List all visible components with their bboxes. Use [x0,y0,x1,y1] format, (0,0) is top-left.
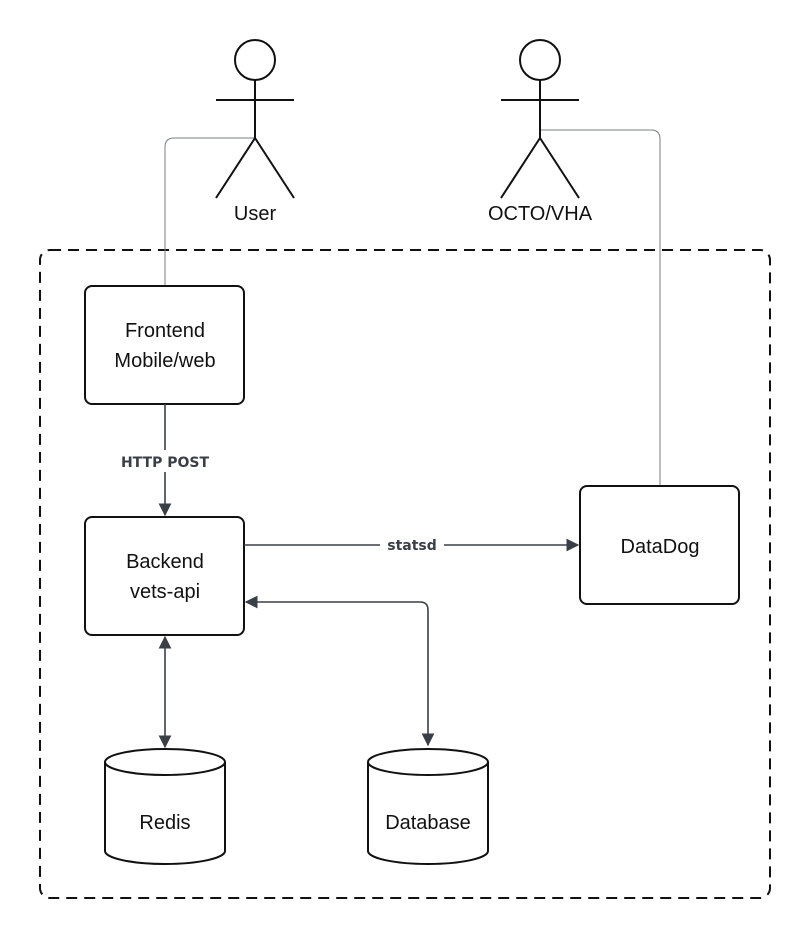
database-label: Database [385,812,471,834]
frontend-label-line1: Frontend [125,320,205,342]
database-cylinder-icon [367,762,489,865]
octo-head-icon [519,39,561,81]
redis-label: Redis [139,812,190,834]
datadog-node: DataDog [579,485,740,605]
backend-label-line2: vets-api [130,581,200,603]
redis-cylinder-icon [104,762,226,865]
frontend-label-line2: Mobile/web [114,350,215,372]
redis-node: Redis [104,748,226,865]
octo-vha-actor: OCTO/VHA [488,39,593,225]
http-post-label: HTTP POST [121,455,210,471]
octo-vha-label: OCTO/VHA [488,203,593,225]
statsd-label: statsd [387,538,437,554]
frontend-node: Frontend Mobile/web [84,285,245,405]
user-head-icon [234,39,276,81]
backend-database-edge [244,595,435,747]
database-node: Database [367,748,489,865]
backend-node: Backend vets-api [84,516,245,636]
backend-label-line1: Backend [126,551,204,573]
user-to-frontend-line [164,137,255,286]
user-actor: User [215,39,295,225]
datadog-label: DataDog [621,536,700,558]
user-label: User [234,203,277,225]
octo-to-datadog-line [540,129,661,486]
